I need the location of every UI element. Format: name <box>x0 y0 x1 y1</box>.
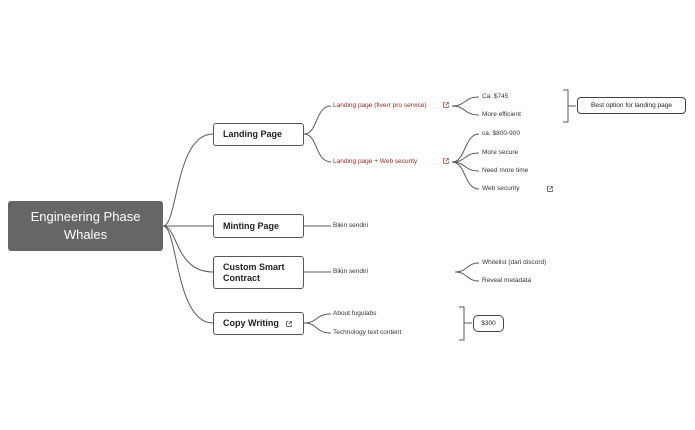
external-link-icon[interactable] <box>443 102 449 108</box>
topic-contract-label-line1: Custom Smart <box>223 261 285 272</box>
topic-custom-smart-contract[interactable]: Custom Smart Contract <box>213 256 304 289</box>
connector-option2-d4 <box>451 161 480 190</box>
external-link-icon[interactable] <box>547 186 553 192</box>
topic-minting-page[interactable]: Minting Page <box>213 214 304 238</box>
contract-detail[interactable]: Bikin sendiri <box>333 268 369 275</box>
topic-copy-writing[interactable]: Copy Writing <box>213 312 304 335</box>
option1-efficiency[interactable]: More efficient <box>482 111 521 118</box>
summary-best-option[interactable]: Best option for landing page <box>577 97 686 114</box>
connector-landing-option2 <box>303 133 332 163</box>
landing-option-web-security[interactable]: Landing page + Web security <box>333 158 418 165</box>
option2-price[interactable]: ca. $800-900 <box>482 130 520 137</box>
connector-root-landing <box>162 133 214 227</box>
connector-contract-f1 <box>454 262 480 273</box>
minting-detail[interactable]: Bikin sendiri <box>333 222 369 229</box>
external-link-icon[interactable] <box>286 321 293 328</box>
summary-bracket-landing <box>563 89 576 123</box>
copy-about[interactable]: About fugulabs <box>333 310 377 317</box>
connector-copy-a <box>303 313 332 324</box>
connector-root-contract <box>162 225 214 273</box>
topic-minting-page-label: Minting Page <box>223 220 279 231</box>
copy-technology[interactable]: Technology text content <box>333 329 402 336</box>
external-link-icon[interactable] <box>443 158 449 164</box>
root-title-line1: Engineering Phase <box>30 209 141 224</box>
connector-option2-d1 <box>451 133 480 163</box>
option2-web-security[interactable]: Web security <box>482 185 520 192</box>
contract-feature-reveal[interactable]: Reveal metadata <box>482 277 532 284</box>
connector-copy-b <box>303 322 332 334</box>
root-title-line2: Whales <box>63 227 108 242</box>
topic-landing-page-label: Landing Page <box>223 129 283 139</box>
topic-copy-writing-label: Copy Writing <box>223 318 279 328</box>
connector-root-copy <box>162 225 214 324</box>
contract-feature-whitelist[interactable]: Whitelist (dari discord) <box>482 259 547 266</box>
option2-need-time[interactable]: Need more time <box>482 167 529 174</box>
option1-price[interactable]: Ca. $745 <box>482 93 509 100</box>
root-topic[interactable]: Engineering Phase Whales <box>8 201 163 251</box>
landing-option-fiverr[interactable]: Landing page (fiverr pro service) <box>333 102 427 109</box>
topic-contract-label-line2: Contract <box>223 272 261 283</box>
connector-option1-details-b <box>451 105 480 116</box>
connector-option1-details-a <box>451 96 480 107</box>
connector-landing-option1 <box>303 105 332 135</box>
option2-more-secure[interactable]: More secure <box>482 149 519 156</box>
summary-bracket-copy <box>459 306 472 341</box>
summary-copy-price[interactable]: $300 <box>473 315 504 332</box>
connector-contract-f2 <box>454 271 480 282</box>
topic-landing-page[interactable]: Landing Page <box>213 123 304 146</box>
